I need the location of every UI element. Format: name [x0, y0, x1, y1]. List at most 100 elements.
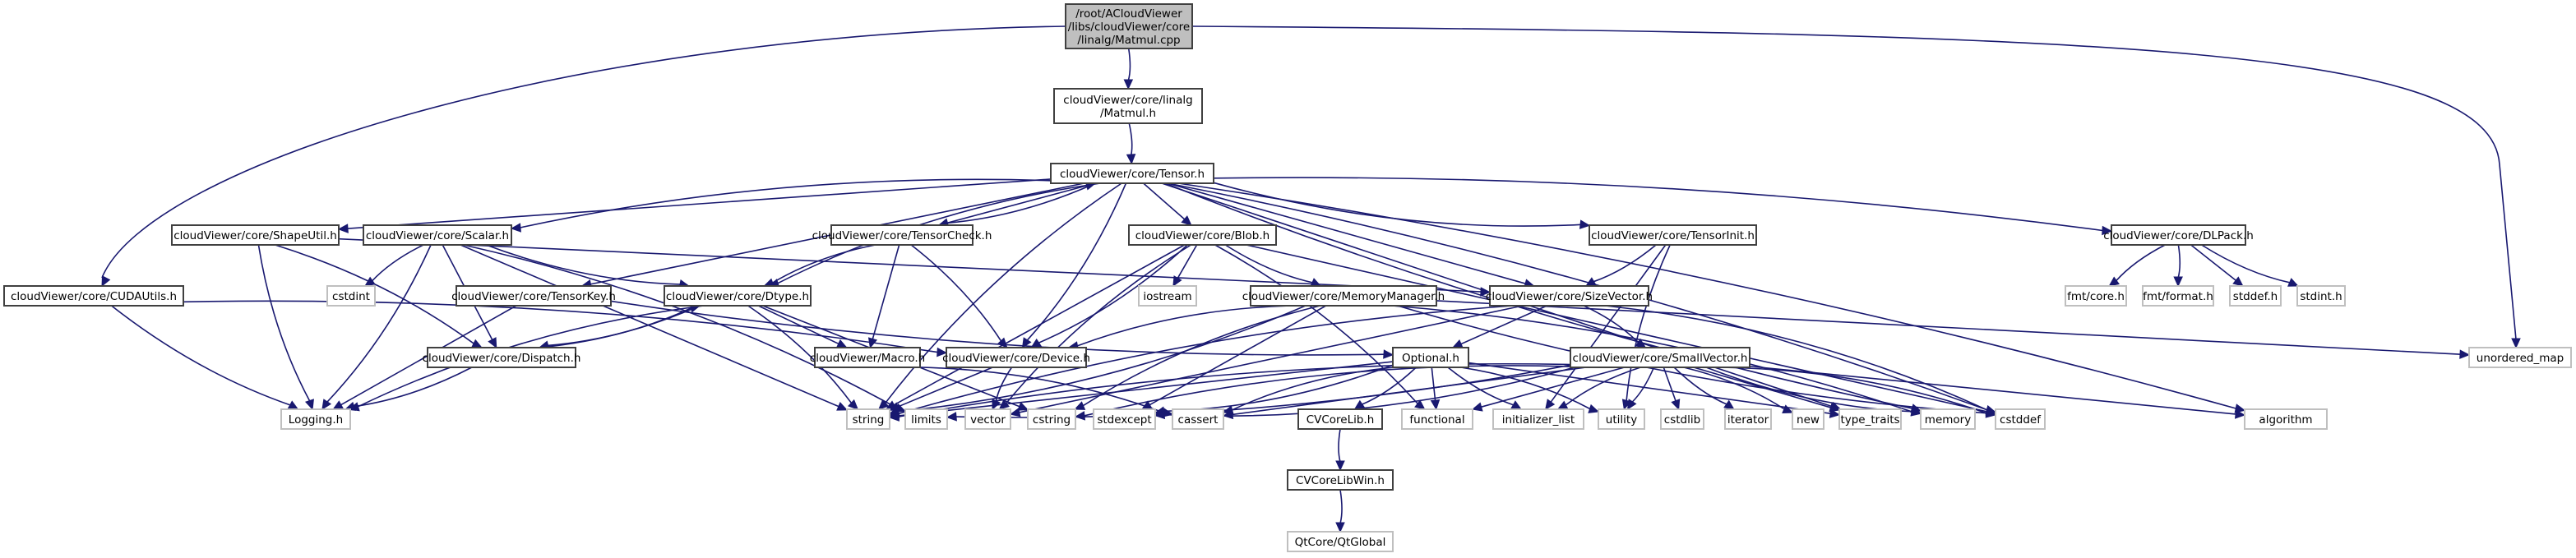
node-label: cloudViewer/core/TensorKey.h	[451, 290, 616, 303]
node-dlpack-h[interactable]: cloudViewer/core/DLPack.h	[2103, 224, 2254, 246]
edge-tensor_h-to-cstddef	[1168, 182, 1988, 411]
node-blob-h[interactable]: cloudViewer/core/Blob.h	[1128, 224, 1277, 246]
node-tensorcheck-h[interactable]: cloudViewer/core/TensorCheck.h	[812, 224, 992, 246]
node-shapeutil-h[interactable]: cloudViewer/core/ShapeUtil.h	[171, 224, 340, 246]
node-limits: limits	[904, 408, 948, 430]
node-box	[171, 224, 340, 246]
node-memorymanager-h[interactable]: cloudViewer/core/MemoryManager.h	[1242, 285, 1445, 307]
arrowhead-icon	[1181, 215, 1192, 226]
node-box	[1401, 408, 1473, 430]
node-tensorkey-h[interactable]: cloudViewer/core/TensorKey.h	[451, 285, 616, 307]
edge-smallvector_h-to-functional	[1480, 367, 1625, 408]
arrowhead-icon	[304, 399, 314, 411]
arrowhead-icon	[2287, 278, 2299, 287]
edge-tensorinit_h-to-sizevector_h	[1593, 244, 1657, 283]
node-label: Logging.h	[289, 413, 343, 427]
arrowhead-icon	[1635, 338, 1647, 348]
node-root[interactable]: /root/ACloudViewer/libs/cloudViewer/core…	[1065, 3, 1193, 49]
node-label: cloudViewer/core/DLPack.h	[2103, 229, 2254, 242]
node-utility: utility	[1598, 408, 1645, 430]
arrowhead-icon	[2173, 276, 2183, 288]
node-box	[456, 285, 612, 307]
arrowhead-icon	[287, 400, 299, 410]
arrowhead-icon	[946, 412, 957, 422]
node-tensor-h[interactable]: cloudViewer/core/Tensor.h	[1050, 163, 1214, 184]
edge-optional_h-to-cassert	[1231, 367, 1394, 411]
node-label: cstdlib	[1664, 413, 1700, 427]
node-box	[3, 285, 184, 307]
node-label: algorithm	[2259, 413, 2312, 427]
node-box	[427, 347, 576, 368]
node-label: cloudViewer/core/linalg	[1063, 94, 1192, 107]
node-box	[2229, 285, 2282, 307]
edge-tensor_h-to-blob_h	[1143, 182, 1186, 221]
node-box	[664, 285, 812, 307]
node-box	[2142, 285, 2214, 307]
arrowhead-icon	[1782, 404, 1794, 413]
arrowhead-icon	[2102, 225, 2113, 236]
node-label: string	[853, 413, 885, 427]
node-cvcorelib-h[interactable]: CVCoreLib.h	[1297, 408, 1383, 430]
node-tensorinit-h[interactable]: cloudViewer/core/TensorInit.h	[1589, 224, 1757, 246]
node-label: /libs/cloudViewer/core	[1068, 21, 1190, 34]
arrowhead-icon	[1588, 404, 1600, 413]
arrowhead-icon	[1626, 399, 1637, 411]
node-box	[1093, 408, 1156, 430]
node-cudautils-h[interactable]: cloudViewer/core/CUDAUtils.h	[3, 285, 184, 307]
arrowhead-icon	[1383, 349, 1394, 359]
node-smallvector-h[interactable]: cloudViewer/core/SmallVector.h	[1570, 347, 1750, 368]
node-dispatch-h[interactable]: cloudViewer/core/Dispatch.h	[423, 347, 581, 368]
edge-dispatch_h-to-logging_h	[353, 367, 473, 408]
arrowhead-icon	[1545, 399, 1556, 410]
node-macro-h[interactable]: cloudViewer/Macro.h	[810, 347, 925, 368]
node-type-traits: type_traits	[1838, 408, 1902, 430]
edge-shapeutil_h-to-logging_h	[257, 244, 311, 402]
node-box	[1792, 408, 1824, 430]
node-device-h[interactable]: cloudViewer/core/Device.h	[942, 347, 1090, 368]
node-label: cloudViewer/Macro.h	[810, 352, 925, 365]
edge-scalar_h-to-logging_h	[326, 244, 432, 404]
edge-optional_h-to-cvcorelib_h	[1361, 367, 1417, 406]
edge-memorymanager_h-to-memory	[1391, 305, 1913, 413]
node-fmt-format-h: fmt/format.h	[2142, 285, 2214, 307]
edge-matmul_h-to-tensor_h	[1128, 122, 1133, 156]
node-optional-h[interactable]: Optional.h	[1392, 347, 1469, 368]
arrowhead-icon	[1414, 399, 1426, 410]
edge-smallvector_h-to-algorithm	[1749, 365, 2237, 415]
edge-tensorkey_h-to-optional_h	[610, 300, 1385, 356]
edge-smallvector_h-to-utility	[1631, 367, 1655, 404]
edge-memorymanager_h-to-device_h	[1076, 305, 1292, 347]
node-box	[1027, 408, 1076, 430]
node-dtype-h[interactable]: cloudViewer/core/Dtype.h	[664, 285, 812, 307]
node-box	[1589, 224, 1757, 246]
node-label: cloudViewer/core/TensorCheck.h	[812, 229, 992, 242]
arrowhead-icon	[1310, 278, 1322, 287]
arrowhead-icon	[1030, 338, 1043, 348]
edge-tensor_h-to-dtype_h	[776, 182, 1101, 284]
node-cvcorelibwin-h[interactable]: CVCoreLibWin.h	[1287, 469, 1394, 491]
node-label: cloudViewer/core/SmallVector.h	[1573, 352, 1748, 365]
node-label: stdexcept	[1097, 413, 1151, 427]
edge-tensor_h-to-string	[884, 182, 1122, 404]
node-box	[846, 408, 890, 430]
node-scalar-h[interactable]: cloudViewer/core/Scalar.h	[363, 224, 512, 246]
node-cassert: cassert	[1172, 408, 1224, 430]
node-label: cloudViewer/core/MemoryManager.h	[1242, 290, 1445, 303]
node-stddef-h: stddef.h	[2229, 285, 2282, 307]
node-label: cstddef	[2000, 413, 2042, 427]
node-label: functional	[1409, 413, 1464, 427]
node-matmul-h[interactable]: cloudViewer/core/linalg/Matmul.h	[1053, 88, 1203, 124]
edge-tensor_h-to-shapeutil_h	[346, 178, 1052, 229]
node-sizevector-h[interactable]: cloudViewer/core/SizeVector.h	[1486, 285, 1653, 307]
arrowhead-icon	[1172, 275, 1182, 288]
node-label: stddef.h	[2233, 290, 2278, 303]
arrowhead-icon	[1985, 408, 1997, 418]
node-label: Optional.h	[1402, 352, 1459, 365]
edge-dlpack_h-to-fmt_core_h	[2115, 244, 2166, 282]
node-box	[2065, 285, 2127, 307]
node-box	[1392, 347, 1469, 368]
node-label: /linalg/Matmul.cpp	[1077, 34, 1180, 47]
edge-smallvector_h-to-memory	[1705, 367, 1913, 413]
node-label: utility	[1606, 413, 1637, 427]
edge-tensorcheck_h-to-device_h	[910, 244, 1002, 343]
